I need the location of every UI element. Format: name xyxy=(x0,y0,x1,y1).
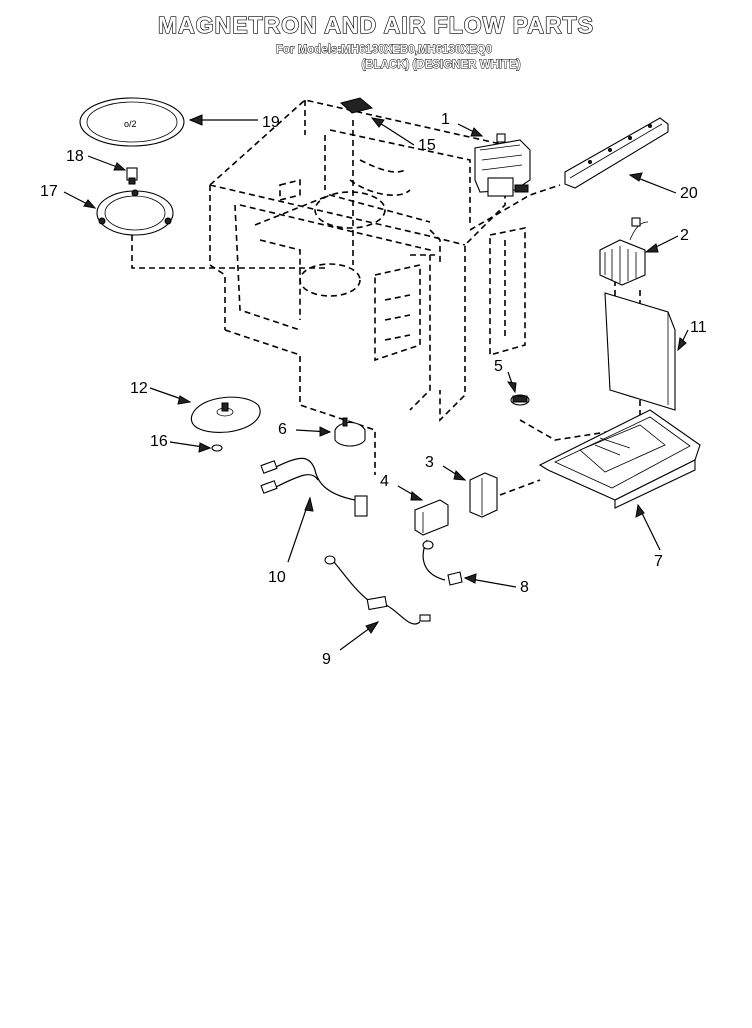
callout-15: 15 xyxy=(418,137,436,154)
base-plate-part xyxy=(538,409,701,509)
callout-4: 4 xyxy=(380,473,389,490)
turntable-mark: o/2 xyxy=(124,119,137,129)
motor-part xyxy=(334,417,366,447)
turntable-dashed-guide xyxy=(131,235,325,269)
bracket-part xyxy=(469,472,498,518)
models-line: For Models:MH6130XEB0,MH6130XEQ0 xyxy=(275,44,493,57)
callout-2: 2 xyxy=(680,227,689,244)
thermostat-dashed-guide xyxy=(519,419,621,441)
callout-3: 3 xyxy=(425,454,434,471)
air-duct-rail-part xyxy=(564,117,669,189)
magnetron-part xyxy=(474,133,531,197)
wire-harness-part xyxy=(260,457,368,517)
turntable-tray-part: o/2 xyxy=(79,97,185,147)
callout-7: 7 xyxy=(654,553,663,570)
callout-11: 11 xyxy=(690,319,707,336)
screw-part xyxy=(211,444,223,452)
stirrer-plate-part xyxy=(190,396,261,433)
waveguide-cover-part xyxy=(339,97,374,114)
callout-10: 10 xyxy=(268,569,286,586)
diagram-title: MAGNETRON AND AIR FLOW PARTS xyxy=(157,11,594,38)
callout-16: 16 xyxy=(150,433,168,450)
callout-12: 12 xyxy=(130,380,148,397)
callout-8: 8 xyxy=(520,579,529,596)
magnetron-dashed-guide xyxy=(469,184,561,231)
roller-ring-part xyxy=(96,189,174,236)
callout-18: 18 xyxy=(66,148,84,165)
callout-17: 17 xyxy=(40,183,58,200)
thermostat-part xyxy=(510,394,530,406)
callout-9: 9 xyxy=(322,651,331,668)
coupler-part xyxy=(126,167,138,185)
fuse-lead-part xyxy=(324,555,431,625)
callout-19: 19 xyxy=(262,114,280,131)
callout-1: 1 xyxy=(441,111,450,128)
oven-cavity-outline xyxy=(209,99,526,475)
air-guide-panel-part xyxy=(604,292,676,411)
transformer-part xyxy=(599,217,649,286)
callout-5: 5 xyxy=(494,358,503,375)
capacitor-dashed-guide xyxy=(499,479,541,496)
variants-line: (BLACK) (DESIGNER WHITE) xyxy=(361,59,521,72)
callout-labels: 1 2 3 4 5 6 7 8 9 10 11 12 15 16 17 18 1… xyxy=(40,111,707,668)
callout-20: 20 xyxy=(680,185,698,202)
diode-part xyxy=(422,539,463,586)
capacitor-part xyxy=(414,499,449,536)
callout-6: 6 xyxy=(278,421,287,438)
